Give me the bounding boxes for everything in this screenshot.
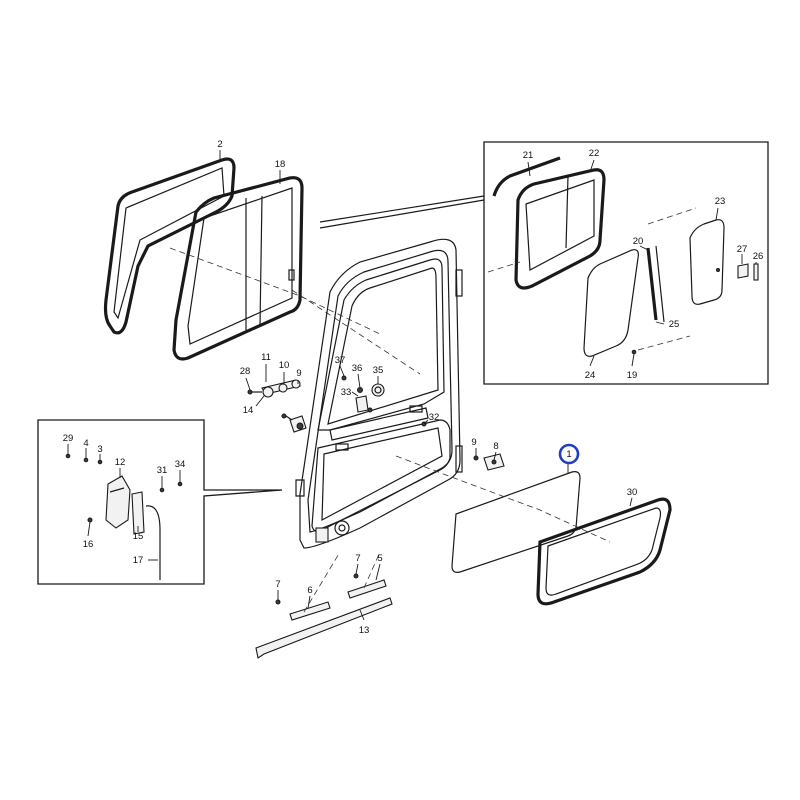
callout-14: 14 — [243, 405, 254, 416]
callout-31: 31 — [157, 465, 168, 476]
callout-22: 22 — [589, 148, 600, 159]
callout-24: 24 — [585, 370, 596, 381]
callout-21: 21 — [523, 150, 534, 161]
callout-36: 36 — [352, 363, 363, 374]
callout-27: 27 — [737, 244, 748, 255]
callout-8: 8 — [493, 441, 498, 452]
callout-1: 1 — [566, 449, 571, 460]
callout-7a: 7 — [275, 579, 280, 590]
callout-37: 37 — [335, 355, 346, 366]
hinge-parts — [473, 453, 505, 471]
callout-25: 25 — [669, 319, 680, 330]
callout-33: 33 — [341, 387, 352, 398]
callout-16: 16 — [83, 539, 94, 550]
callout-23: 23 — [715, 196, 726, 207]
callout-17: 17 — [133, 555, 144, 566]
door-frame — [295, 238, 463, 549]
lower-window-seal — [536, 497, 672, 606]
callout-6: 6 — [307, 585, 312, 596]
callout-19: 19 — [627, 370, 638, 381]
callout-9b: 9 — [471, 437, 476, 448]
callout-7b: 7 — [355, 553, 360, 564]
callout-1-highlight-ring — [558, 443, 580, 465]
callout-30: 30 — [627, 487, 638, 498]
callout-20: 20 — [633, 236, 644, 247]
upper-window-frame — [172, 176, 304, 361]
callout-13: 13 — [359, 625, 370, 636]
callout-34: 34 — [175, 459, 186, 470]
bottom-trim-parts — [255, 551, 393, 659]
callout-35: 35 — [373, 365, 384, 376]
handle-parts — [247, 375, 427, 433]
callout-15: 15 — [133, 531, 144, 542]
callout-4: 4 — [83, 438, 88, 449]
callout-9a: 9 — [296, 368, 301, 379]
callout-12: 12 — [115, 457, 126, 468]
latch-inset — [37, 419, 283, 585]
callout-18: 18 — [275, 159, 286, 170]
callout-29: 29 — [63, 433, 74, 444]
callout-26: 26 — [753, 251, 764, 262]
callout-5: 5 — [377, 553, 382, 564]
callout-10: 10 — [279, 360, 290, 371]
callout-11: 11 — [261, 352, 271, 363]
upper-window-seal — [103, 157, 236, 335]
callout-2: 2 — [217, 139, 222, 150]
lower-window-glass — [451, 471, 581, 573]
callout-32: 32 — [429, 412, 440, 423]
callout-28: 28 — [240, 366, 251, 377]
glass-inset — [483, 141, 769, 385]
callout-3: 3 — [97, 444, 102, 455]
